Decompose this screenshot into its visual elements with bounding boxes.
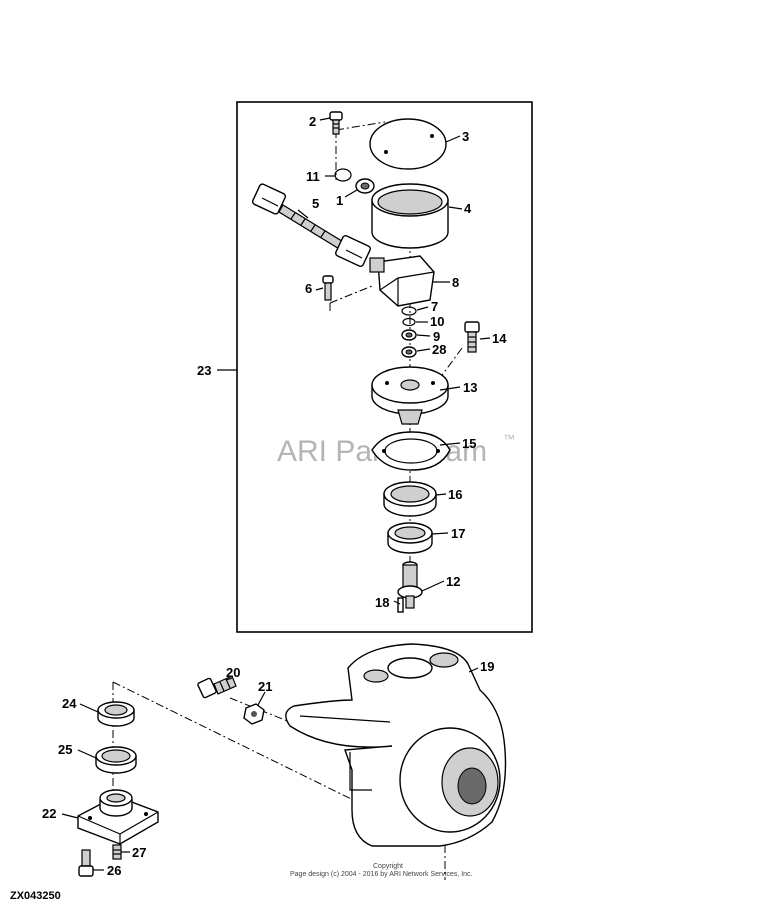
part-20-bolt bbox=[197, 675, 237, 699]
part-22-flange bbox=[77, 789, 159, 845]
callout-19: 19 bbox=[480, 659, 494, 674]
part-19-knuckle bbox=[285, 643, 507, 847]
callout-21: 21 bbox=[258, 679, 272, 694]
part-18-pin bbox=[397, 597, 404, 613]
callout-5: 5 bbox=[312, 196, 319, 211]
callout-9: 9 bbox=[433, 329, 440, 344]
callout-13: 13 bbox=[463, 380, 477, 395]
part-2-screw bbox=[329, 111, 343, 135]
assembly-box bbox=[236, 101, 533, 633]
part-24-seal bbox=[97, 701, 135, 727]
callout-18: 18 bbox=[375, 595, 389, 610]
leader-lines bbox=[61, 117, 491, 871]
part-25-ring bbox=[95, 746, 137, 774]
footer: Copyright Page design (c) 2004 - 2016 by… bbox=[290, 863, 473, 878]
callout-28: 28 bbox=[432, 342, 446, 357]
part-26-screw bbox=[78, 849, 94, 877]
callout-26: 26 bbox=[107, 863, 121, 878]
part-7-oring bbox=[401, 306, 417, 316]
footer-page-design: Page design (c) 2004 - 2016 by ARI Netwo… bbox=[290, 871, 473, 878]
callout-25: 25 bbox=[58, 742, 72, 757]
callout-12: 12 bbox=[446, 574, 460, 589]
part-27-fitting bbox=[112, 844, 122, 860]
part-1-nut bbox=[355, 178, 375, 194]
part-9-nut bbox=[401, 329, 417, 341]
callout-22: 22 bbox=[42, 806, 56, 821]
part-6-screw bbox=[322, 275, 334, 301]
part-21-nut bbox=[243, 703, 265, 725]
part-5-harness bbox=[251, 183, 371, 268]
callouts: 2 3 4 11 1 5 6 8 7 10 9 28 14 13 15 16 1… bbox=[42, 114, 507, 878]
callout-6: 6 bbox=[305, 281, 312, 296]
callout-4: 4 bbox=[464, 201, 472, 216]
callout-14: 14 bbox=[492, 331, 507, 346]
callout-1: 1 bbox=[336, 193, 343, 208]
part-11-clip bbox=[334, 168, 352, 182]
callout-7: 7 bbox=[431, 299, 438, 314]
callout-8: 8 bbox=[452, 275, 459, 290]
part-15-gasket bbox=[371, 431, 451, 471]
callout-20: 20 bbox=[226, 665, 240, 680]
callout-27: 27 bbox=[132, 845, 146, 860]
part-14-bolt bbox=[464, 321, 480, 353]
callout-15: 15 bbox=[462, 436, 476, 451]
part-16-seal bbox=[383, 481, 437, 517]
part-3-cover bbox=[369, 118, 447, 170]
part-12-shaft bbox=[397, 561, 423, 609]
part-8-sensor bbox=[369, 255, 435, 307]
part-4-housing bbox=[371, 183, 449, 249]
callout-17: 17 bbox=[451, 526, 465, 541]
diagram-code: ZX043250 bbox=[10, 890, 61, 902]
callout-23: 23 bbox=[197, 363, 211, 378]
part-28-washer bbox=[401, 346, 417, 358]
footer-copyright: Copyright bbox=[373, 863, 403, 870]
part-13-flange bbox=[371, 366, 449, 425]
callout-11: 11 bbox=[306, 169, 320, 184]
part-10-washer bbox=[402, 317, 416, 327]
callout-3: 3 bbox=[462, 129, 469, 144]
watermark-trademark: ™ bbox=[503, 432, 515, 446]
part-17-bearing bbox=[387, 522, 433, 554]
callout-2: 2 bbox=[309, 114, 316, 129]
callout-24: 24 bbox=[62, 696, 77, 711]
callout-16: 16 bbox=[448, 487, 462, 502]
callout-10: 10 bbox=[430, 314, 444, 329]
